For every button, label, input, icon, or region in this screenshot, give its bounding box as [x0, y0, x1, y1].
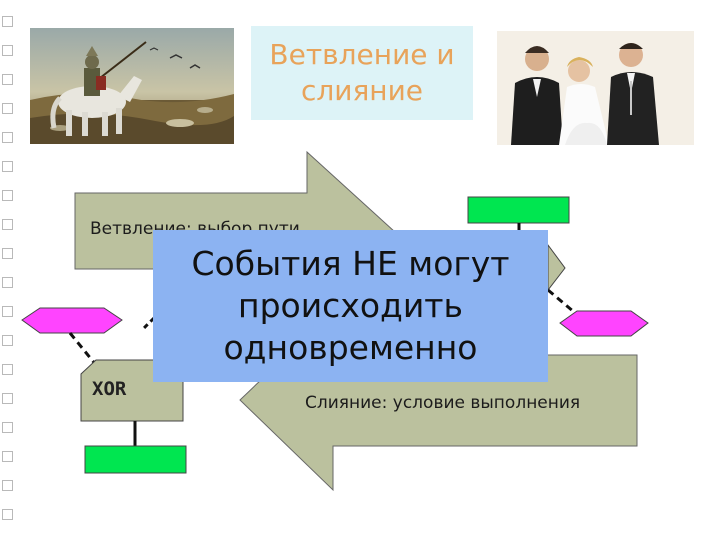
bullet-square — [2, 422, 13, 433]
bullet-square — [2, 248, 13, 259]
callout-line-3: одновременно — [223, 328, 478, 367]
bullet-square — [2, 132, 13, 143]
title-line-1: Ветвление и — [269, 38, 455, 71]
wedding-photo-image — [497, 31, 694, 145]
bullet-square — [2, 509, 13, 520]
function-box-bottom-left — [84, 445, 187, 474]
callout-line-2: происходить — [238, 286, 463, 325]
connector-hexagon — [547, 243, 566, 292]
dashed-connector-right — [547, 288, 575, 314]
bullet-square — [2, 364, 13, 375]
slide-title: Ветвление и слияние — [251, 26, 473, 120]
event-hexagon-left — [21, 307, 123, 334]
bullet-square — [2, 335, 13, 346]
bullet-square — [2, 306, 13, 317]
event-hexagon-right — [559, 310, 649, 337]
bullet-square — [2, 74, 13, 85]
bullet-square — [2, 45, 13, 56]
bullet-square — [2, 480, 13, 491]
bullet-square — [2, 277, 13, 288]
bullet-square — [2, 219, 13, 230]
bullet-square — [2, 16, 13, 27]
dashed-connector-left — [68, 332, 98, 366]
xor-label: XOR — [92, 378, 127, 400]
function-box-top-right — [467, 196, 570, 224]
dashed-connector-left-2 — [140, 316, 156, 332]
bullet-square — [2, 393, 13, 404]
title-line-2: слияние — [300, 74, 424, 107]
bullet-square — [2, 190, 13, 201]
merge-label: Слияние: условие выполнения — [305, 393, 581, 413]
bullet-square — [2, 103, 13, 114]
callout-line-1: События НЕ могут — [191, 244, 510, 283]
callout-overlay: События НЕ могут происходить одновременн… — [153, 230, 548, 382]
bullet-square — [2, 161, 13, 172]
knight-painting-image — [30, 28, 234, 144]
bullet-square — [2, 451, 13, 462]
